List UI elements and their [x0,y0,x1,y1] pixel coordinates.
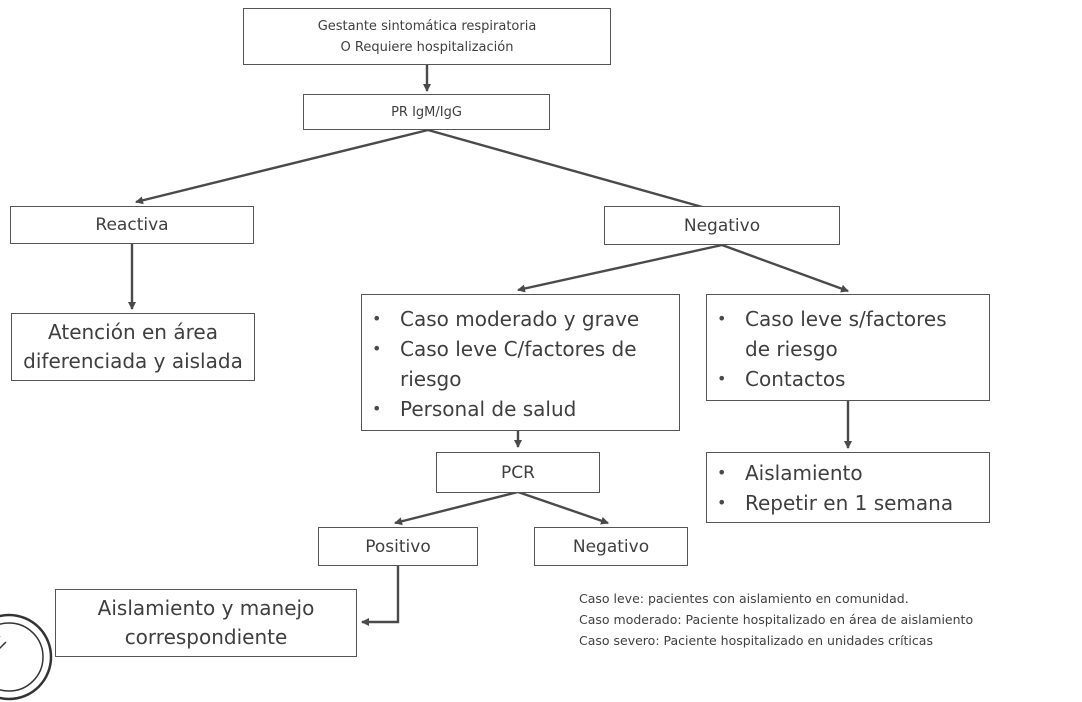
criteria-left-item-text: Caso leve C/factores de [400,337,637,361]
symptomatic-line-2: O Requiere hospitalización [340,39,514,55]
pr-igm-igg-box: PR IgM/IgG [303,94,550,130]
legend-leve: Caso leve: pacientes con aislamiento en … [579,591,909,606]
criteria-left-item-text-cont: riesgo [400,367,462,391]
manejo-line-2: correspondiente [124,625,288,649]
arrow-negativo-to-right-criteria [721,243,849,293]
actions-right-item: Repetir en 1 semana [707,488,989,518]
arrow-pcr-to-positivo [394,490,519,526]
pr-igm-igg-label: PR IgM/IgG [391,104,462,120]
legend-severo: Caso severo: Paciente hospitalizado en u… [579,633,933,648]
criteria-left-list: Caso moderado y grave Caso leve C/factor… [362,304,679,424]
negativo-box-top: Negativo [604,206,840,245]
arrow-pr-to-negativo [427,128,721,214]
symptomatic-line-1: Gestante sintomática respiratoria [317,18,537,34]
criteria-left-item: Caso leve C/factores de riesgo [362,334,679,394]
atencion-box: Atención en área diferenciada y aislada [11,313,255,381]
actions-right-list: Aislamiento Repetir en 1 semana [707,458,989,518]
criteria-right-item-text: Caso leve s/factores [745,307,947,331]
atencion-line-1: Atención en área [48,320,218,344]
legend-moderado: Caso moderado: Paciente hospitalizado en… [579,612,974,627]
case-definitions-legend: Caso leve: pacientes con aislamiento en … [579,588,973,651]
flow-connectors [128,64,852,626]
arrow-pr-to-reactiva [135,128,429,205]
atencion-line-2: diferenciada y aislada [23,349,243,373]
arrow-positivo-to-manejo [361,565,400,626]
criteria-left-item: Personal de salud [362,394,679,424]
reactiva-label: Reactiva [95,215,169,235]
negativo-bottom-label: Negativo [572,536,650,557]
pcr-label: PCR [501,462,535,483]
criteria-right-item-text-cont: de riesgo [745,337,838,361]
actions-right-item-text: Aislamiento [745,461,863,485]
actions-box-right: Aislamiento Repetir en 1 semana [706,452,990,523]
criteria-left-item-text: Personal de salud [400,397,577,421]
actions-right-item: Aislamiento [707,458,989,488]
criteria-right-item: Caso leve s/factores de riesgo [707,304,989,364]
seal-stamp [0,613,53,701]
criteria-right-item-text: Contactos [745,367,846,391]
reactiva-box: Reactiva [10,206,254,244]
negativo-box-bottom: Negativo [534,527,688,566]
negativo-top-label: Negativo [683,215,761,236]
criteria-box-right: Caso leve s/factores de riesgo Contactos [706,294,990,401]
criteria-right-item: Contactos [707,364,989,394]
positivo-label: Positivo [365,536,431,557]
criteria-right-list: Caso leve s/factores de riesgo Contactos [707,304,989,394]
pcr-box: PCR [436,452,600,493]
manejo-line-1: Aislamiento y manejo [97,596,315,620]
arrow-pcr-to-negativo [517,490,609,525]
criteria-left-item: Caso moderado y grave [362,304,679,334]
actions-right-item-text: Repetir en 1 semana [745,491,954,515]
arrow-negativo-to-left-criteria [517,243,723,293]
criteria-box-left: Caso moderado y grave Caso leve C/factor… [361,294,680,431]
criteria-left-item-text: Caso moderado y grave [400,307,640,331]
manejo-box: Aislamiento y manejo correspondiente [55,589,357,657]
symptomatic-pregnant-box: Gestante sintomática respiratoria O Requ… [243,8,611,65]
positivo-box: Positivo [318,527,478,566]
